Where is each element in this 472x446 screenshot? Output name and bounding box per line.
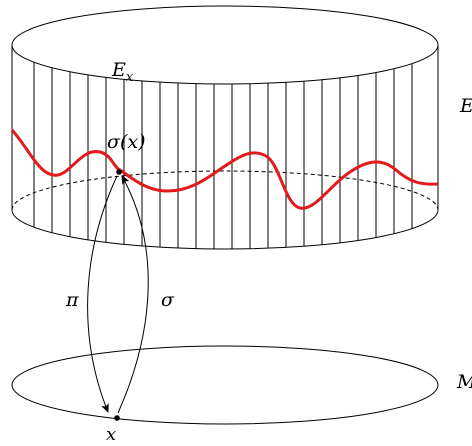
section-point-label: σ(x) [107,131,146,153]
section-arrow [117,175,149,414]
section-curve [10,128,439,210]
cylinder-total-space [11,5,439,250]
base-point-label: x [106,424,116,445]
section-label: σ [161,289,175,311]
projection-label: π [65,289,79,311]
base-space-ellipse [11,345,439,425]
fiber-label-main: E [111,59,126,81]
fiber-label-sub: x [126,70,134,85]
projection-arrow [87,175,118,413]
fiber-lines [33,62,413,249]
cylinder-bottom-front-arc [11,209,439,250]
base-space-label: M [456,371,472,393]
section-point-dot [116,169,122,175]
total-space-label: E [459,95,472,117]
cylinder-bottom-back-arc [11,170,439,211]
cylinder-top-ellipse [11,5,439,85]
fiber-label: Ex [111,59,134,85]
base-point-dot [114,415,120,421]
